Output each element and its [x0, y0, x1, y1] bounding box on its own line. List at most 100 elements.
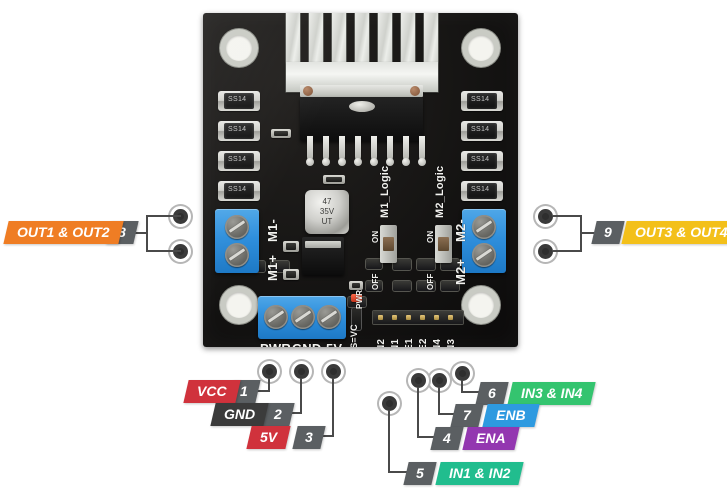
- diode-right-2: SS14: [461, 121, 503, 141]
- diode-marking-label: SS14: [471, 96, 490, 103]
- silk-5v: 5V: [326, 341, 342, 347]
- leader-line: [332, 378, 334, 436]
- ic-pin: [322, 136, 330, 166]
- callout-badge-3: 3: [292, 426, 326, 449]
- regulator-pad: [283, 241, 299, 252]
- regulator-pad: [283, 269, 299, 280]
- leader-line: [283, 412, 302, 414]
- silk-m1-minus: M1-: [265, 219, 280, 242]
- leader-line: [388, 471, 413, 473]
- screw-terminal-m1-plus[interactable]: [225, 243, 249, 267]
- vs-vc-jumper[interactable]: [352, 308, 361, 330]
- capacitor-value-line3: UT: [321, 217, 333, 226]
- silk-m1-logic: M1_Logic: [379, 165, 391, 218]
- smd-part: [441, 259, 459, 270]
- motor-a-terminal-block[interactable]: [215, 209, 259, 273]
- leader-line: [314, 435, 334, 437]
- leader-line: [146, 250, 181, 252]
- silk-sw1-off: OFF: [371, 273, 380, 290]
- motor-b-terminal-block[interactable]: [462, 209, 506, 273]
- silk-sw1-on: ON: [371, 230, 380, 243]
- callout-label-out1-out2: OUT1 & OUT2: [3, 221, 124, 244]
- leader-line: [146, 215, 148, 251]
- leader-line: [553, 215, 582, 217]
- capacitor-value-line1: 47: [322, 197, 332, 206]
- silk-header-in3: IN3: [446, 338, 457, 347]
- callout-label-5v: 5V: [246, 426, 291, 449]
- callout-label-in1-in2: IN1 & IN2: [435, 462, 525, 485]
- diode-marking-label: SS14: [228, 186, 247, 193]
- diode-left-3: SS14: [218, 151, 260, 171]
- smd-resistor: [271, 129, 291, 138]
- silk-header-e1: E1: [404, 338, 415, 347]
- smd-part: [349, 281, 363, 290]
- diode-left-2: SS14: [218, 121, 260, 141]
- silk-sw2-off: OFF: [426, 273, 435, 290]
- ic-pin: [354, 136, 362, 166]
- leader-line: [438, 387, 440, 414]
- ic-mounting-tab: [300, 85, 423, 97]
- m2-logic-switch[interactable]: [435, 225, 452, 263]
- smd-part: [271, 261, 289, 272]
- smd-part: [417, 259, 435, 270]
- silk-m2-minus: M2-: [453, 219, 468, 242]
- screw-terminal-m2-minus[interactable]: [472, 215, 496, 239]
- power-terminal-block[interactable]: [258, 296, 346, 339]
- leader-line: [300, 378, 302, 413]
- screw-terminal-m2-plus[interactable]: [472, 243, 496, 267]
- leader-line: [461, 391, 485, 393]
- mounting-hole-top-right: [468, 35, 494, 61]
- smd-part: [393, 259, 411, 270]
- silk-sw2-on: ON: [426, 230, 435, 243]
- smd-part: [441, 281, 459, 291]
- leader-line: [129, 232, 147, 234]
- silk-m2-plus: M2+: [453, 258, 468, 285]
- connector-node-vcc: [262, 364, 277, 379]
- diode-marking-label: SS14: [228, 126, 247, 133]
- smd-part: [393, 281, 411, 291]
- connector-node-in3-in4: [455, 366, 470, 381]
- silk-header-in4: IN4: [432, 338, 443, 347]
- connector-node-enb: [432, 373, 447, 388]
- leader-line: [249, 390, 270, 392]
- callout-label-enb: ENB: [482, 404, 540, 427]
- connector-node-in1-in2: [382, 396, 397, 411]
- silk-gnd: GND: [292, 341, 322, 347]
- callout-label-ena: ENA: [462, 427, 520, 450]
- ic-pin: [418, 136, 426, 166]
- callout-label-vcc: VCC: [183, 380, 241, 403]
- silk-pwr: PWR: [260, 341, 291, 347]
- callout-label-gnd: GND: [210, 403, 269, 426]
- diode-marking-label: SS14: [228, 96, 247, 103]
- leader-line: [268, 378, 270, 391]
- logic-pin-header[interactable]: [373, 311, 463, 324]
- callout-badge-4: 4: [430, 427, 464, 450]
- diode-right-3: SS14: [461, 151, 503, 171]
- callout-label-out3-out4: OUT3 & OUT4: [621, 221, 727, 244]
- leader-line: [388, 410, 390, 472]
- silk-pwr-led: PWR: [355, 289, 364, 309]
- screw-terminal-gnd[interactable]: [291, 305, 315, 329]
- m1-logic-switch[interactable]: [380, 225, 397, 263]
- leader-line: [417, 436, 440, 438]
- mounting-hole-top-left: [226, 35, 252, 61]
- callout-badge-6: 6: [475, 382, 509, 405]
- voltage-regulator: [302, 237, 344, 275]
- mounting-hole-bottom-right: [468, 292, 494, 318]
- connector-node-out3: [538, 209, 553, 224]
- diode-marking-label: SS14: [228, 156, 247, 163]
- ic-rivet: [349, 101, 375, 112]
- callout-badge-5: 5: [403, 462, 437, 485]
- connector-node-ena: [411, 373, 426, 388]
- screw-terminal-pwr[interactable]: [264, 305, 288, 329]
- smd-part: [366, 281, 382, 291]
- silk-header-in2: IN2: [376, 338, 387, 347]
- screw-terminal-m1-minus[interactable]: [225, 215, 249, 239]
- power-led: [351, 294, 362, 302]
- electrolytic-capacitor: 47 35V UT: [305, 190, 349, 234]
- smd-resistor: [323, 175, 345, 184]
- screw-terminal-5v[interactable]: [317, 305, 341, 329]
- diode-left-1: SS14: [218, 91, 260, 111]
- ic-pin: [402, 136, 410, 166]
- connector-node-gnd: [294, 364, 309, 379]
